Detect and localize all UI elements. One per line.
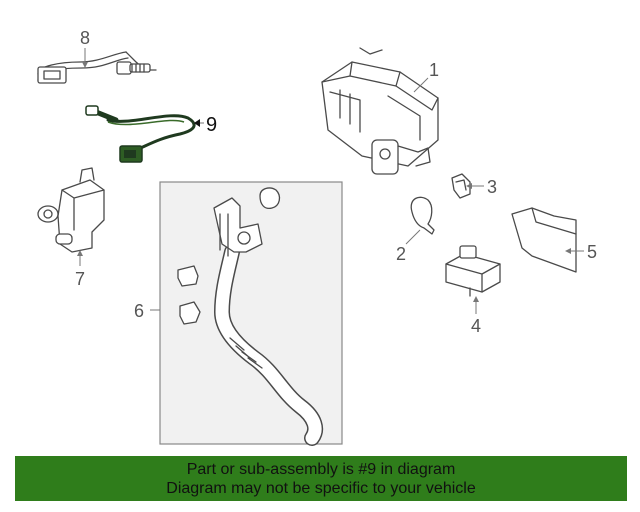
arrow-3-icon xyxy=(466,183,472,189)
part-3-clip[interactable] xyxy=(451,173,471,199)
callout-8: 8 xyxy=(80,28,90,48)
banner-line-1: Part or sub-assembly is #9 in diagram xyxy=(186,461,456,478)
part-4-valve[interactable] xyxy=(445,245,501,297)
callout-4: 4 xyxy=(471,316,481,336)
callout-7: 7 xyxy=(75,269,85,289)
callout-2: 2 xyxy=(396,244,406,264)
part-5-bracket[interactable] xyxy=(511,207,577,273)
callout-6: 6 xyxy=(134,301,144,321)
callout-3: 3 xyxy=(487,177,497,197)
part-6-hose-assembly[interactable] xyxy=(159,181,343,446)
part-9-oxygen-sensor[interactable] xyxy=(85,105,196,163)
part-7-purge-valve[interactable] xyxy=(37,167,105,253)
part-1-charcoal-canister[interactable] xyxy=(321,47,439,175)
callout-1: 1 xyxy=(429,60,439,80)
part-2-hose-clamp[interactable] xyxy=(410,196,435,235)
arrow-9-icon xyxy=(194,119,200,127)
info-banner: Part or sub-assembly is #9 in diagram Di… xyxy=(15,456,627,501)
banner-line-2: Diagram may not be specific to your vehi… xyxy=(166,480,476,497)
parts-diagram: 1 2 3 4 5 6 7 8 9 xyxy=(37,28,597,446)
arrow-8-icon xyxy=(82,62,88,68)
arrow-4-icon xyxy=(473,296,479,302)
part-8-oxygen-sensor[interactable] xyxy=(37,51,157,84)
arrow-5-icon xyxy=(565,248,571,254)
callout-5: 5 xyxy=(587,242,597,262)
callout-9: 9 xyxy=(206,114,217,136)
arrow-7-icon xyxy=(77,250,83,256)
